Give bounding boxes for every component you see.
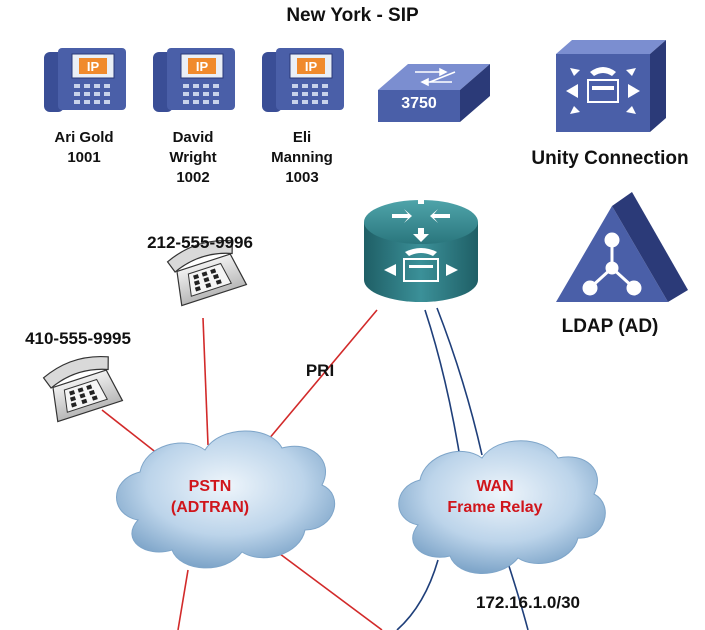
phone-name-line2: Manning — [271, 149, 333, 166]
phone-extension: 1003 — [285, 169, 319, 186]
wan-subnet-label: 172.16.1.0/30 — [476, 593, 580, 612]
pstn-label-line2: (ADTRAN) — [170, 499, 250, 516]
ip-phone-icon: IP — [153, 48, 235, 112]
svg-text:IP: IP — [196, 59, 209, 74]
link-pstn-down-left — [177, 569, 189, 630]
wan-label-line1: WAN — [476, 478, 514, 495]
link-pstn-down-right — [271, 547, 383, 630]
svg-text:IP: IP — [87, 59, 100, 74]
phone-name-line2: Wright — [169, 149, 217, 166]
phone-extension: 1002 — [176, 169, 210, 186]
ip-phone-icon: IP — [44, 48, 126, 112]
voicemail-server-icon — [556, 40, 666, 132]
phone-label-1001: Ari Gold 1001 — [36, 128, 132, 168]
ldap-label: LDAP (AD) — [561, 316, 659, 337]
pri-link-label: PRI — [305, 361, 335, 380]
analog-phone-icon — [166, 239, 248, 307]
analog-phone-number-410: 410-555-9995 — [25, 329, 131, 348]
phone-name: Eli — [292, 129, 312, 146]
diagram-title: New York - SIP — [286, 5, 419, 26]
pstn-cloud-label: PSTN (ADTRAN) — [145, 476, 275, 518]
ip-phone-icon: IP — [262, 48, 344, 112]
link-router-wan-b — [436, 307, 483, 456]
switch-model-label: 3750 — [401, 95, 437, 112]
phone-label-1003: Eli Manning 1003 — [254, 128, 350, 188]
analog-phone-icon — [42, 355, 124, 423]
link-wan-down-left — [396, 559, 439, 630]
link-wan-down-right — [507, 562, 529, 630]
voice-router-icon — [364, 190, 478, 302]
unity-connection-label: Unity Connection — [531, 148, 689, 169]
switch-icon — [378, 64, 490, 122]
wan-links — [396, 307, 529, 630]
directory-server-icon — [556, 192, 688, 302]
phone-extension: 1001 — [67, 149, 101, 166]
wan-cloud-label: WAN Frame Relay — [425, 476, 565, 518]
pstn-links — [101, 309, 383, 630]
wan-cloud — [398, 440, 606, 574]
pstn-label-line1: PSTN — [188, 478, 232, 495]
link-router-wan-a — [424, 309, 463, 471]
phone-name: David — [172, 129, 214, 146]
link-phone-212-pstn — [202, 317, 209, 446]
analog-phone-number-212: 212-555-9996 — [147, 233, 253, 252]
wan-label-line2: Frame Relay — [447, 499, 543, 516]
svg-text:IP: IP — [305, 59, 318, 74]
phone-name: Ari Gold — [54, 129, 114, 146]
link-router-pstn-pri — [267, 309, 378, 441]
pstn-cloud — [116, 430, 336, 569]
phone-label-1002: David Wright 1002 — [145, 128, 241, 188]
